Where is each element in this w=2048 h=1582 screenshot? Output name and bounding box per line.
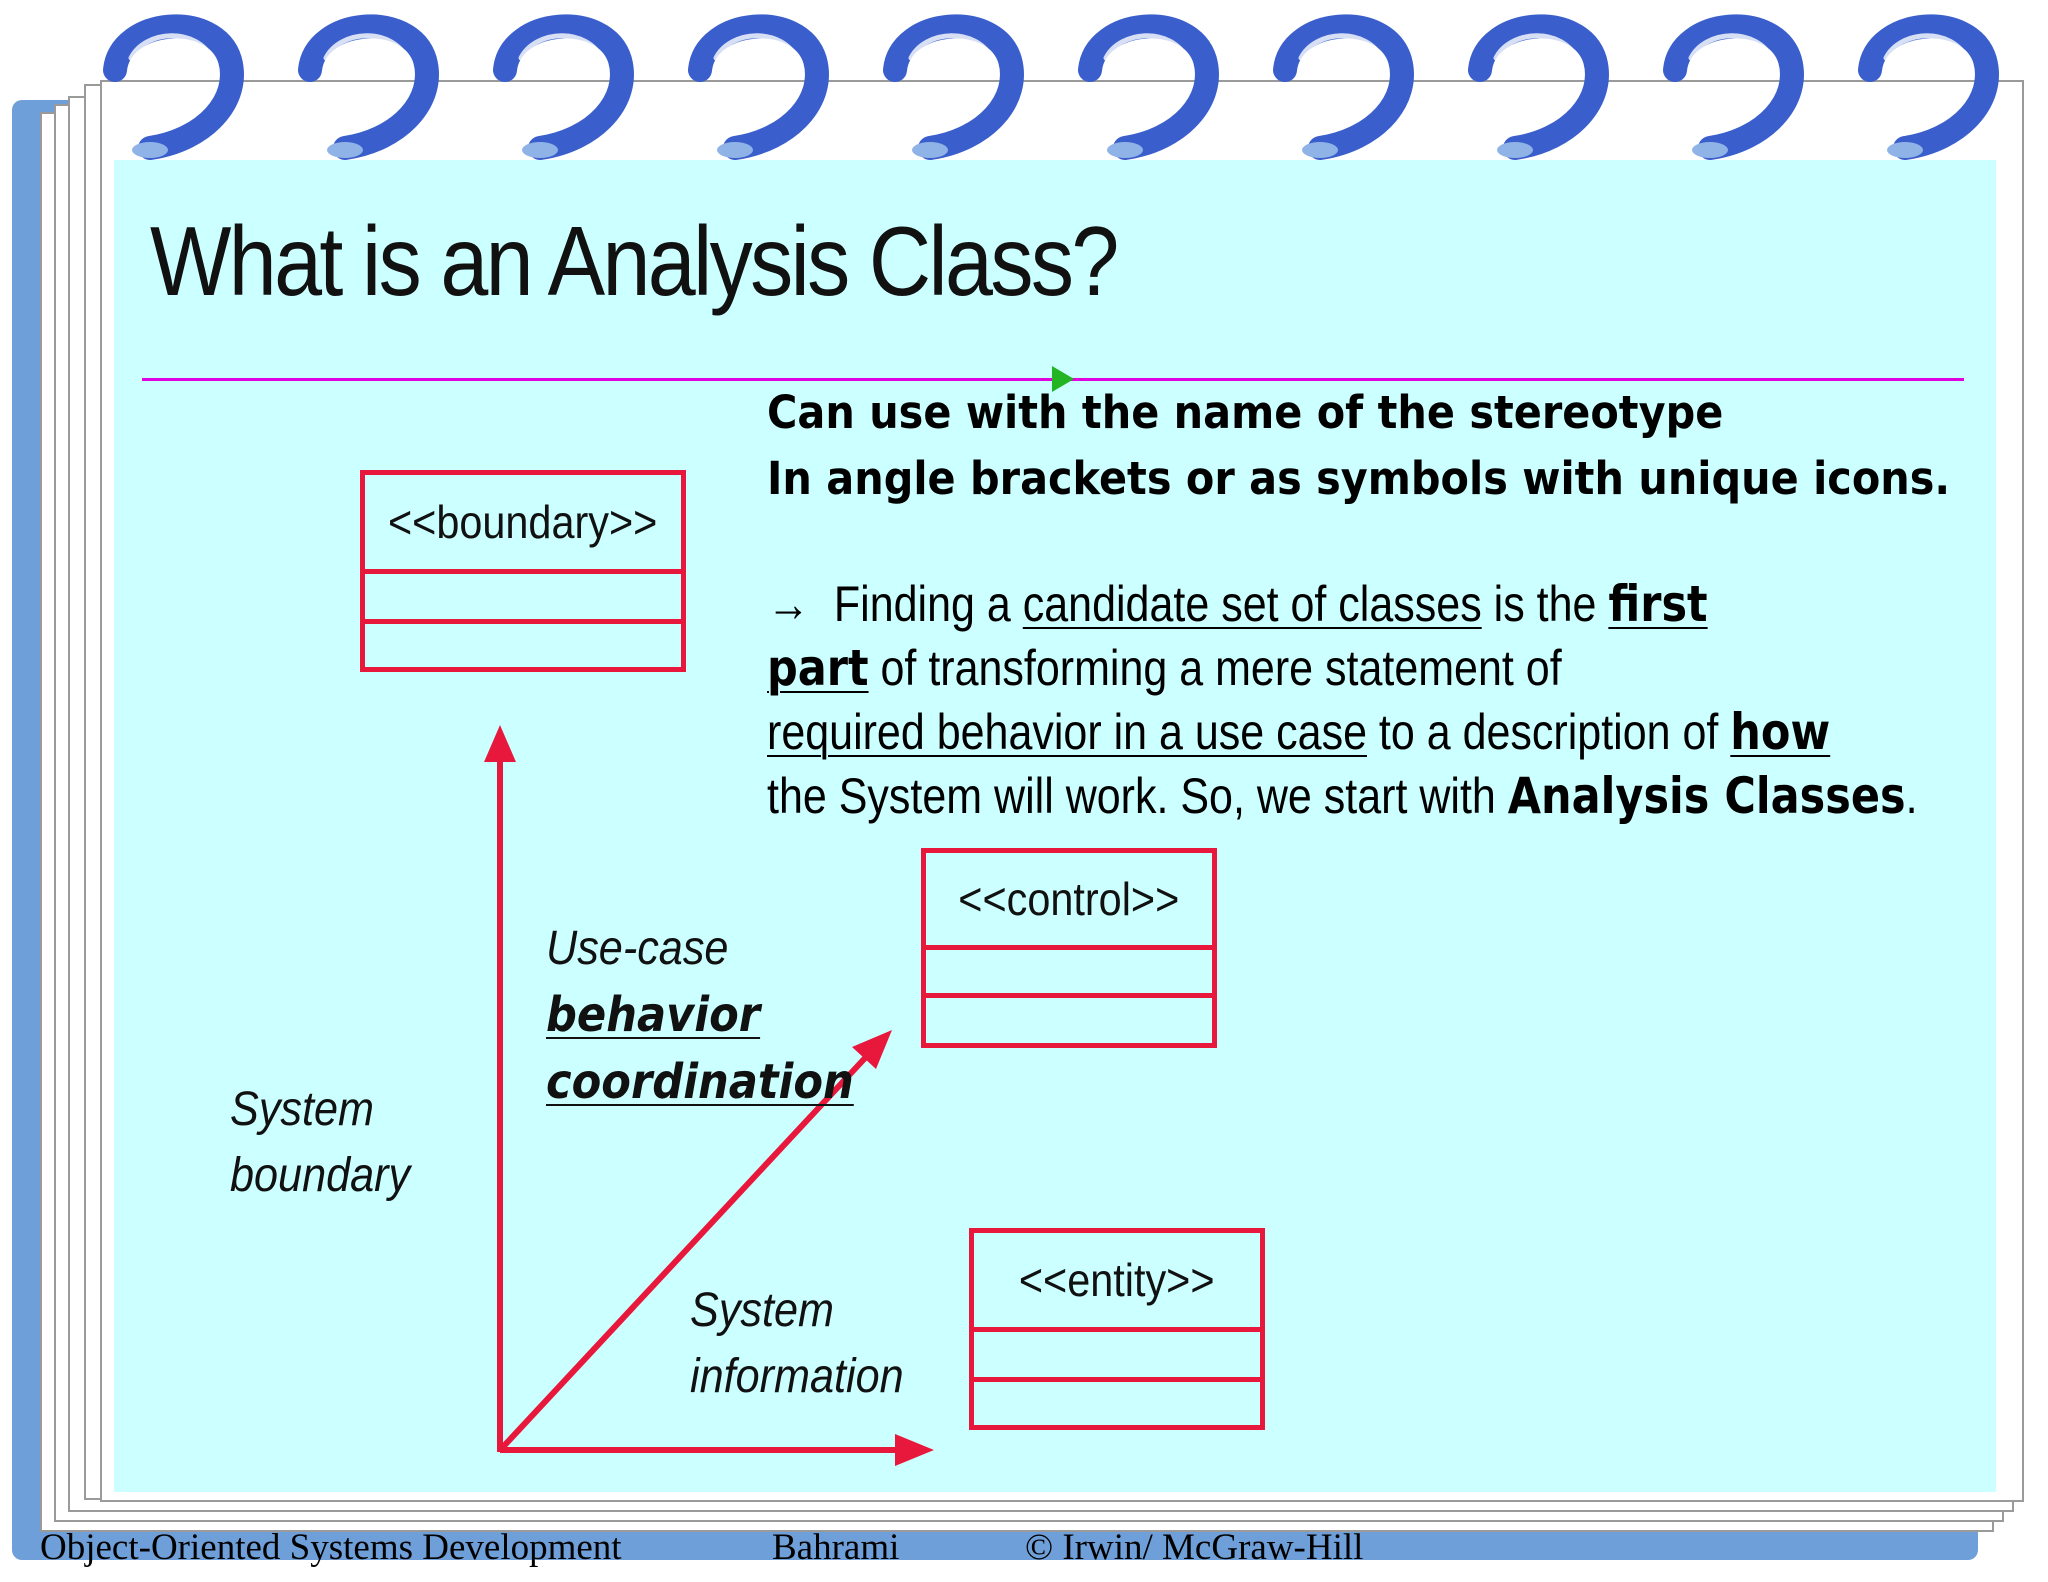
paragraph-line: part of transforming a mere statement of <box>767 636 1918 700</box>
label-line: System <box>690 1284 835 1337</box>
horizontal-arrowhead-icon <box>895 1434 934 1466</box>
behavior-word: behavior <box>546 987 761 1043</box>
binder-ring-icon <box>1078 14 1219 160</box>
label-line: boundary <box>230 1149 411 1202</box>
label-line: Use-case <box>546 922 729 975</box>
paragraph-line: the System will work. So, we start with … <box>767 764 1918 828</box>
boundary-stereotype-label: <<boundary>> <box>388 496 658 548</box>
attributes-compartment <box>974 1327 1260 1377</box>
binder-ring-icon <box>688 14 829 160</box>
paragraph-text: is the <box>1481 576 1609 632</box>
binder-ring-icon <box>103 14 244 160</box>
paragraph-text: the System will work. So, we start with <box>767 768 1508 824</box>
label-line: coordination <box>546 1049 854 1116</box>
part-word: part <box>767 639 869 697</box>
paragraph-line: → Finding a candidate set of classes is … <box>767 572 1918 636</box>
binder-ring-icon <box>493 14 634 160</box>
first-word: first <box>1608 575 1708 633</box>
label-line: behavior <box>546 982 854 1049</box>
lead-line: Can use with the name of the stereotype <box>767 386 1724 439</box>
arrow-icon: → <box>767 576 810 632</box>
paragraph-text: Finding a <box>833 576 1023 632</box>
lead-line: In angle brackets or as symbols with uni… <box>767 452 1951 505</box>
entity-class-box: <<entity>> <box>969 1228 1265 1430</box>
paragraph-line: required behavior in a use case to a des… <box>767 700 1918 764</box>
lead-text: Can use with the name of the stereotype … <box>767 380 1950 512</box>
diagonal-arrowhead-icon <box>852 1030 892 1069</box>
control-class-box: <<control>> <box>921 848 1217 1048</box>
analysis-classes-phrase: Analysis Classes <box>1507 767 1906 825</box>
operations-compartment <box>926 993 1212 1043</box>
attributes-compartment <box>365 569 681 619</box>
binder-ring-icon <box>1663 14 1804 160</box>
coordination-word: coordination <box>546 1054 854 1110</box>
pointer-triangle-icon <box>1052 366 1074 392</box>
footer-course: Object-Oriented Systems Development <box>40 1527 622 1568</box>
binder-ring-icon <box>1468 14 1609 160</box>
label-line: information <box>690 1350 904 1403</box>
paragraph-text: of transforming a mere statement of <box>868 640 1562 696</box>
system-information-label: System information <box>690 1278 904 1410</box>
entity-stereotype-label: <<entity>> <box>1019 1254 1215 1306</box>
binder-ring-icon <box>298 14 439 160</box>
spiral-binding <box>103 14 1999 160</box>
vertical-arrowhead-icon <box>484 725 516 762</box>
binder-ring-icon <box>1858 14 1999 160</box>
required-phrase: required behavior in a use case <box>767 704 1367 760</box>
attributes-compartment <box>926 945 1212 993</box>
candidate-phrase: candidate set of classes <box>1022 576 1482 632</box>
binder-ring-icon <box>883 14 1024 160</box>
operations-compartment <box>974 1377 1260 1425</box>
paragraph-text: . <box>1905 768 1918 824</box>
how-word: how <box>1730 703 1831 761</box>
body-paragraph: → Finding a candidate set of classes is … <box>767 572 1918 828</box>
label-line: System <box>230 1083 375 1136</box>
use-case-label: Use-case behavior coordination <box>546 916 854 1116</box>
footer-copyright: © Irwin/ McGraw-Hill <box>1025 1527 1364 1568</box>
system-boundary-label: System boundary <box>230 1077 410 1209</box>
boundary-class-box: <<boundary>> <box>360 470 686 672</box>
footer-author: Bahrami <box>772 1527 900 1568</box>
slide-title: What is an Analysis Class? <box>150 206 1119 316</box>
binder-ring-icon <box>1273 14 1414 160</box>
diagonal-axis-line <box>499 1054 869 1451</box>
control-stereotype-label: <<control>> <box>958 873 1180 925</box>
paragraph-text: to a description of <box>1366 704 1731 760</box>
operations-compartment <box>365 619 681 667</box>
